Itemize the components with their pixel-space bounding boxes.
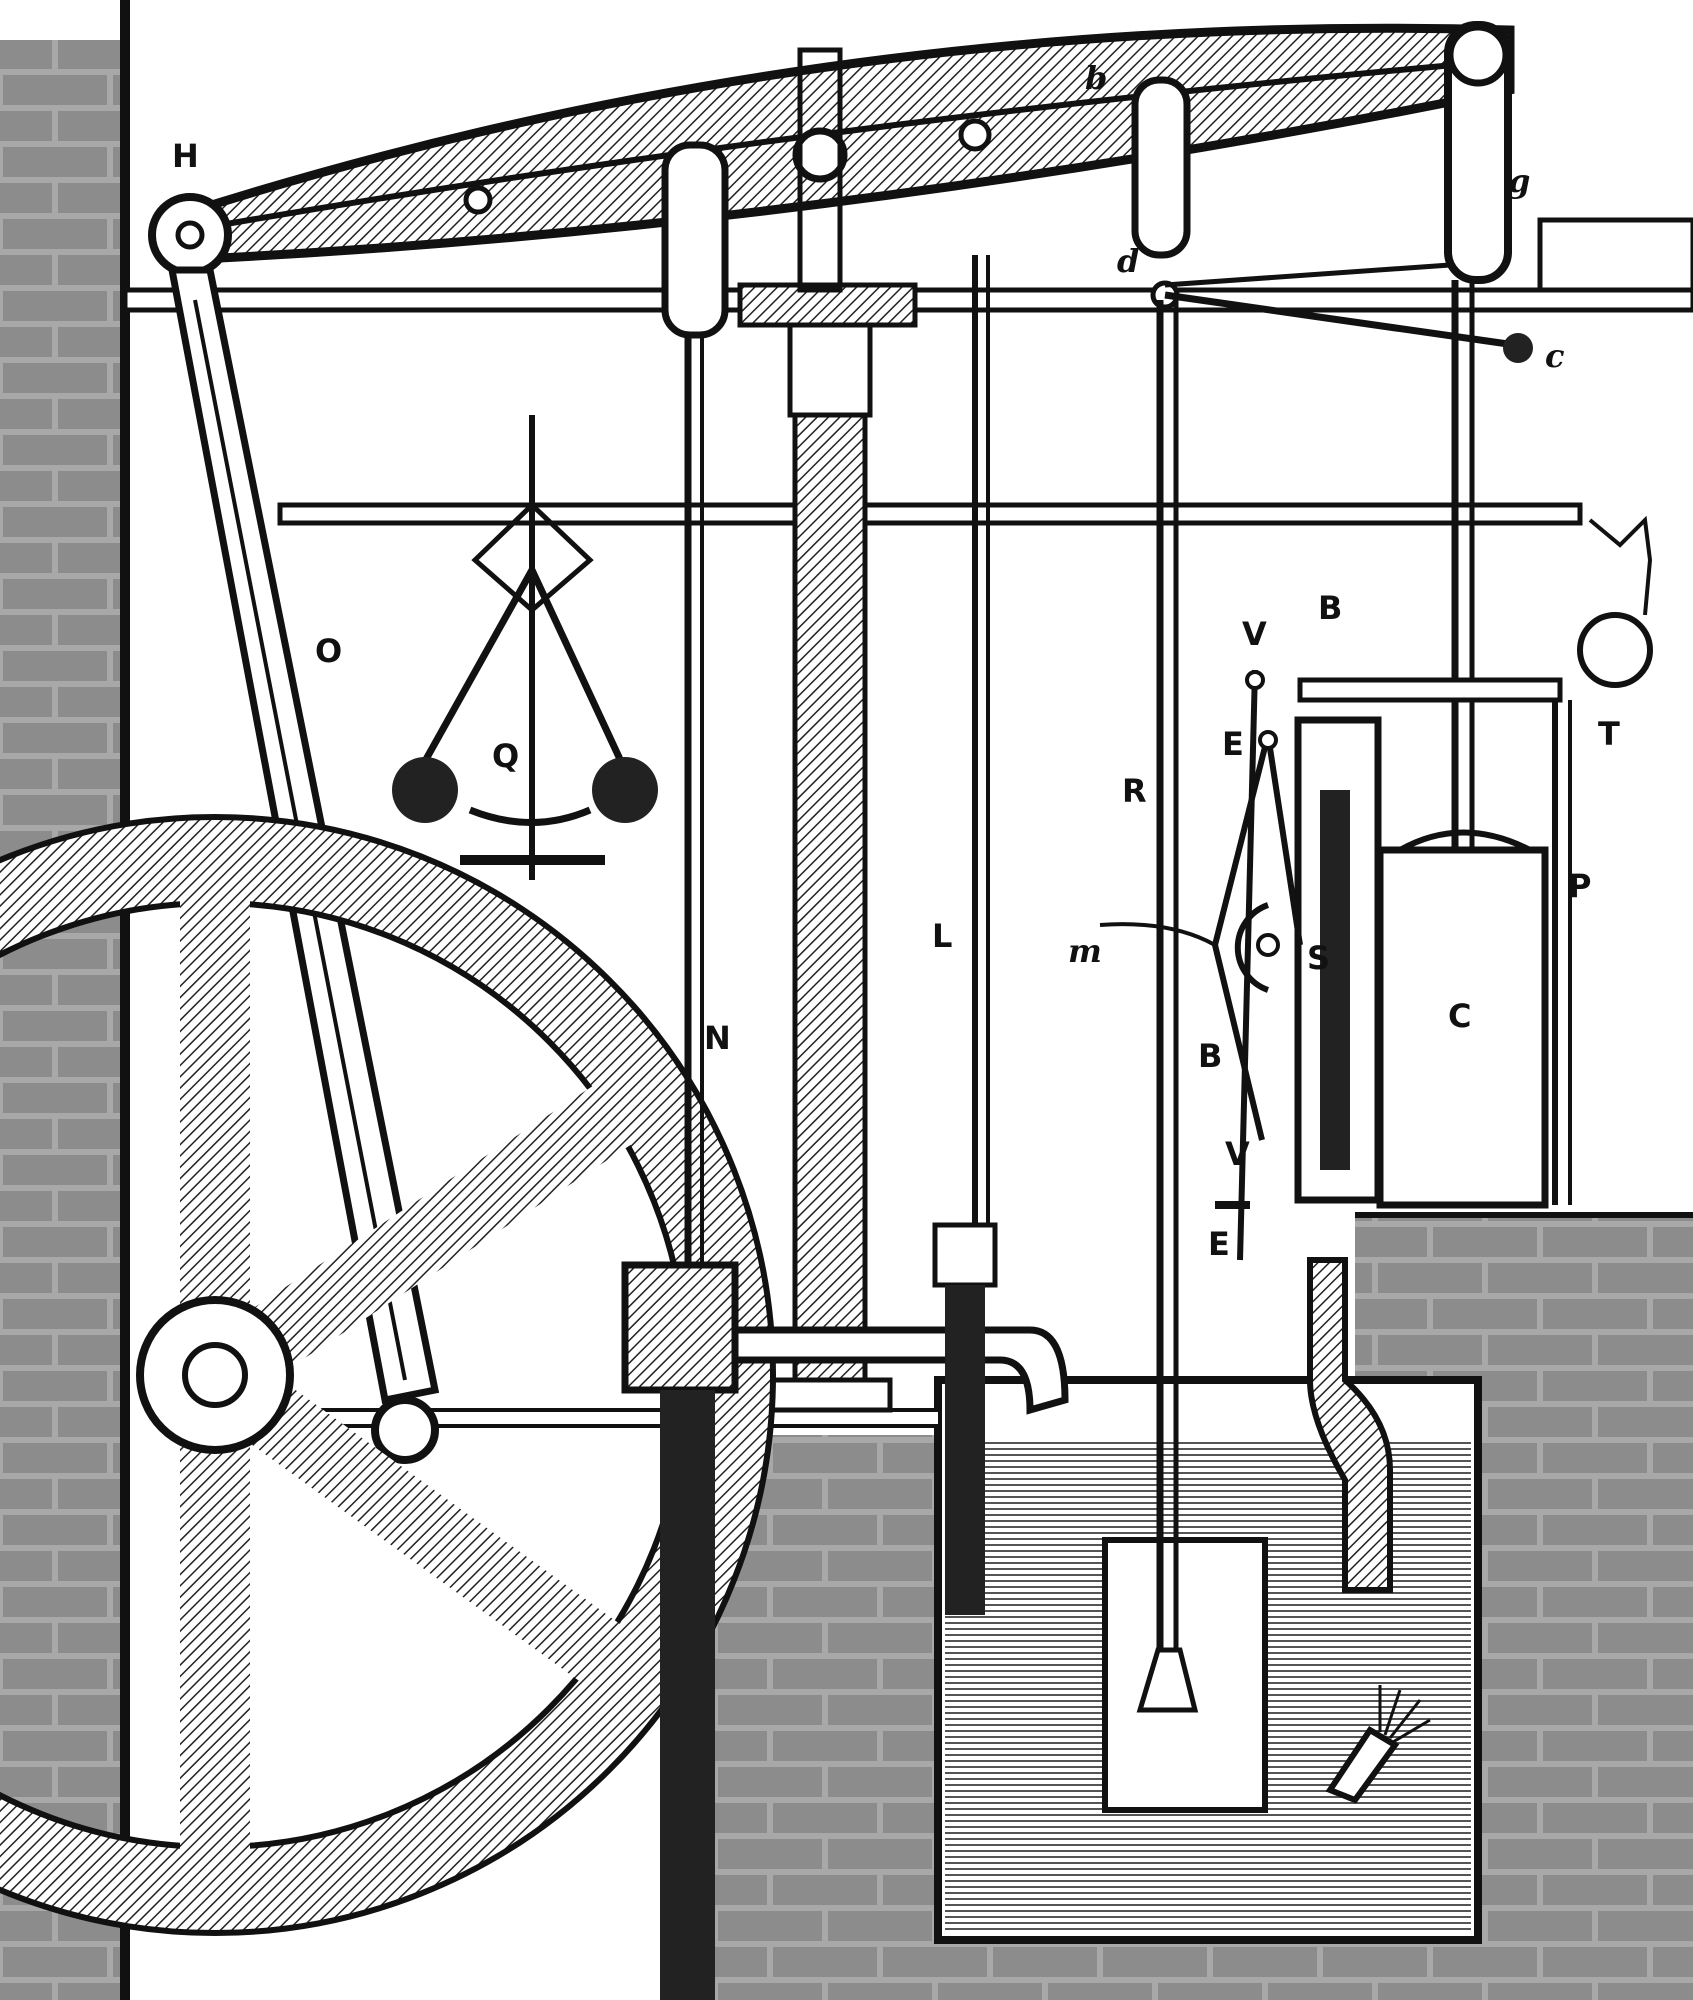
part-label-c: C	[1448, 997, 1472, 1035]
part-label-c: c	[1545, 337, 1565, 375]
part-label-r: R	[1122, 772, 1147, 810]
part-label-v2: V	[1225, 1135, 1250, 1173]
parallel-motion	[1131, 21, 1533, 1713]
support-column	[737, 282, 918, 1413]
part-label-s: S	[1307, 939, 1331, 977]
injection-cock	[1325, 1685, 1431, 1804]
steam-cylinder	[1294, 280, 1653, 1593]
valve-gear	[1099, 669, 1303, 1261]
part-label-l: L	[932, 917, 953, 955]
part-label-e1: E	[1222, 725, 1244, 763]
part-label-e2: E	[1208, 1225, 1230, 1263]
part-label-n: N	[704, 1019, 731, 1057]
part-label-t: T	[1598, 715, 1620, 753]
part-label-b2: B	[1198, 1037, 1223, 1075]
part-label-o: O	[315, 632, 343, 670]
part-label-v1: V	[1242, 615, 1267, 653]
part-label-h: H	[172, 137, 199, 175]
part-label-d: d	[1117, 242, 1140, 280]
part-label-b1: B	[1318, 589, 1343, 627]
part-label-m: m	[1068, 932, 1102, 970]
part-label-q: Q	[492, 737, 520, 775]
working-beam	[175, 23, 1515, 293]
cold-water-cistern	[934, 1376, 1482, 1944]
flywheel	[0, 814, 776, 1936]
part-label-g: g	[1508, 162, 1531, 200]
governor	[392, 415, 658, 880]
part-label-p: P	[1568, 867, 1592, 905]
part-label-b: b	[1085, 59, 1108, 97]
left-brick-wall	[0, 0, 130, 2000]
pump-rods	[621, 141, 1069, 2000]
